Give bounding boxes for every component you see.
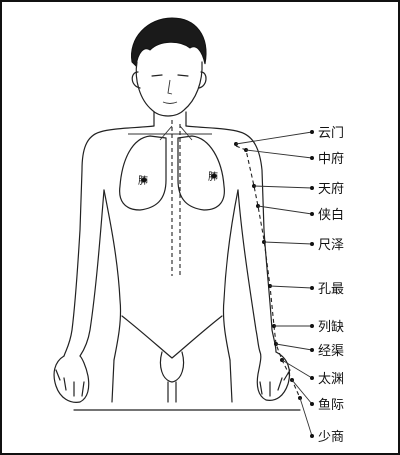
face [136,62,202,116]
left-lung [120,136,166,210]
right-inner-arm [238,190,260,352]
label-zhongfu: 中府 [318,152,344,167]
left-lung-text: 肺 [138,175,148,187]
leader-lines [236,132,312,436]
right-lung-text: 肺 [208,171,218,183]
label-lieque: 列缺 [318,320,344,335]
label-yuji: 鱼际 [318,397,344,413]
label-chize: 尺泽 [318,238,344,253]
pelvis [122,316,222,358]
trachea-dashed [172,120,180,276]
label-xiabai: 侠白 [318,207,344,223]
label-tianfu: 天府 [318,182,344,197]
nose [168,80,172,94]
label-jingqu: 经渠 [318,344,344,359]
label-dots [310,130,314,438]
waist-left [104,190,121,360]
label-taiyuan: 太渊 [318,372,344,387]
meridian-path [236,146,300,398]
label-shaoshang: 少商 [318,430,344,445]
left-inner-arm [80,190,104,356]
hair [131,18,206,66]
eyes [152,75,188,76]
legs [112,360,232,402]
mouth [163,102,177,104]
right-hand [257,352,290,400]
groin [160,352,183,382]
torso-outline [64,126,154,356]
torso-outline-right [186,126,276,352]
waist-right [223,190,238,360]
right-ear [199,72,206,88]
label-yunmen: 云门 [318,126,344,141]
label-kongzui: 孔最 [318,282,344,297]
left-hand [54,356,89,402]
